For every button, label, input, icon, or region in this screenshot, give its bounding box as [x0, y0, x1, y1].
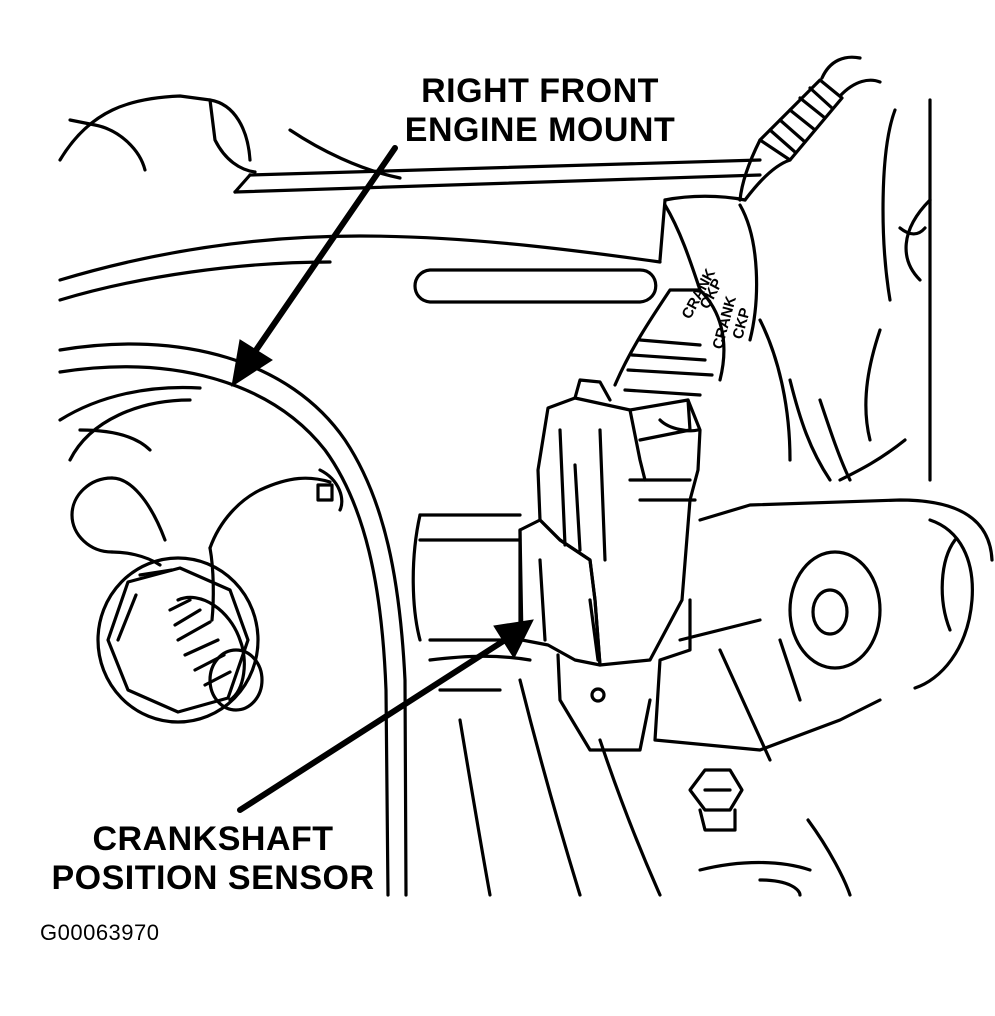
mount-bracket: [653, 498, 994, 762]
engine-mount-line2: ENGINE MOUNT: [404, 111, 676, 149]
crankshaft-bolt: [96, 556, 264, 724]
crank-sensor-line2: POSITION SENSOR: [51, 859, 375, 897]
leader-sensor: [237, 619, 534, 813]
wiring-harness: [613, 55, 882, 397]
timing-cover: [58, 342, 408, 897]
sensor-body: [518, 518, 652, 752]
arrowhead-mount: [231, 339, 273, 388]
engine-mount-callout: RIGHT FRONT ENGINE MOUNT: [370, 72, 710, 150]
crank-sensor-callout: CRANKSHAFT POSITION SENSOR: [18, 820, 408, 898]
leader-mount: [231, 145, 398, 388]
bolt-bracket: [70, 476, 332, 622]
crank-sensor-line1: CRANKSHAFT: [92, 820, 334, 858]
engine-mount-line1: RIGHT FRONT: [421, 72, 659, 110]
engine-block-outline: [58, 94, 932, 897]
arrowhead-sensor: [493, 619, 534, 660]
figure-id: G00063970: [40, 920, 160, 945]
sensor-connector: [536, 378, 702, 667]
small-bolt: [688, 768, 744, 832]
